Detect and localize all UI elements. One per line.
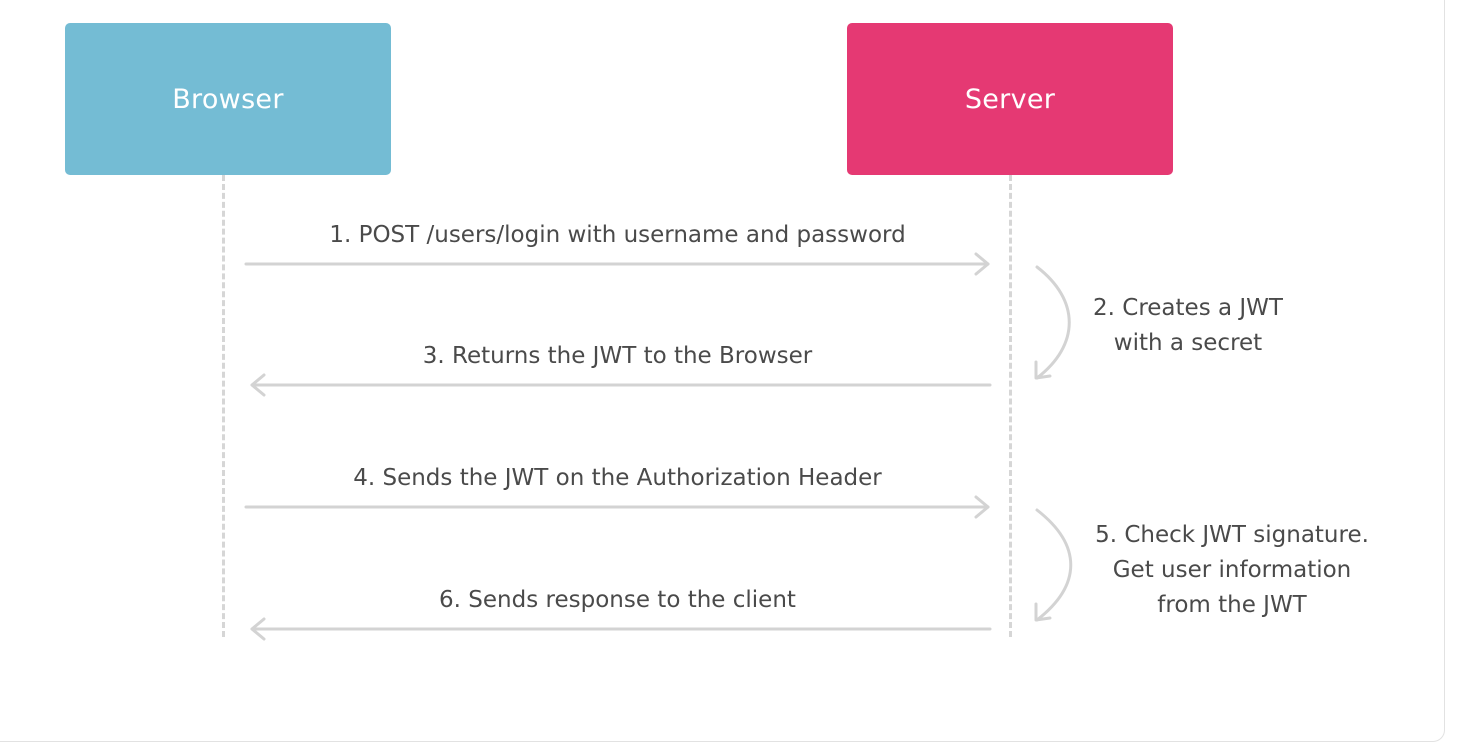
browser-actor-label: Browser <box>172 83 284 115</box>
note-5-line-3: from the JWT <box>1157 592 1307 618</box>
note-2-line-1: 2. Creates a JWT <box>1093 295 1283 321</box>
note-5-line-2: Get user information <box>1112 557 1352 583</box>
browser-actor-box: Browser <box>65 23 391 175</box>
server-actor-box: Server <box>847 23 1173 175</box>
note-2-line-2: with a secret <box>1113 330 1263 356</box>
note-5-line-1: 5. Check JWT signature. <box>1095 522 1369 548</box>
server-actor-label: Server <box>964 83 1056 115</box>
message-label-1: 1. POST /users/login with username and p… <box>329 222 906 248</box>
message-label-3: 3. Returns the JWT to the Browser <box>422 343 813 369</box>
message-label-6: 6. Sends response to the client <box>439 587 796 613</box>
message-label-4: 4. Sends the JWT on the Authorization He… <box>353 465 882 491</box>
server-lifeline <box>1009 175 1012 637</box>
browser-lifeline <box>222 175 225 637</box>
note-create-jwt: 2. Creates a JWT with a secret <box>1080 291 1296 361</box>
note-check-signature: 5. Check JWT signature. Get user informa… <box>1082 518 1382 623</box>
